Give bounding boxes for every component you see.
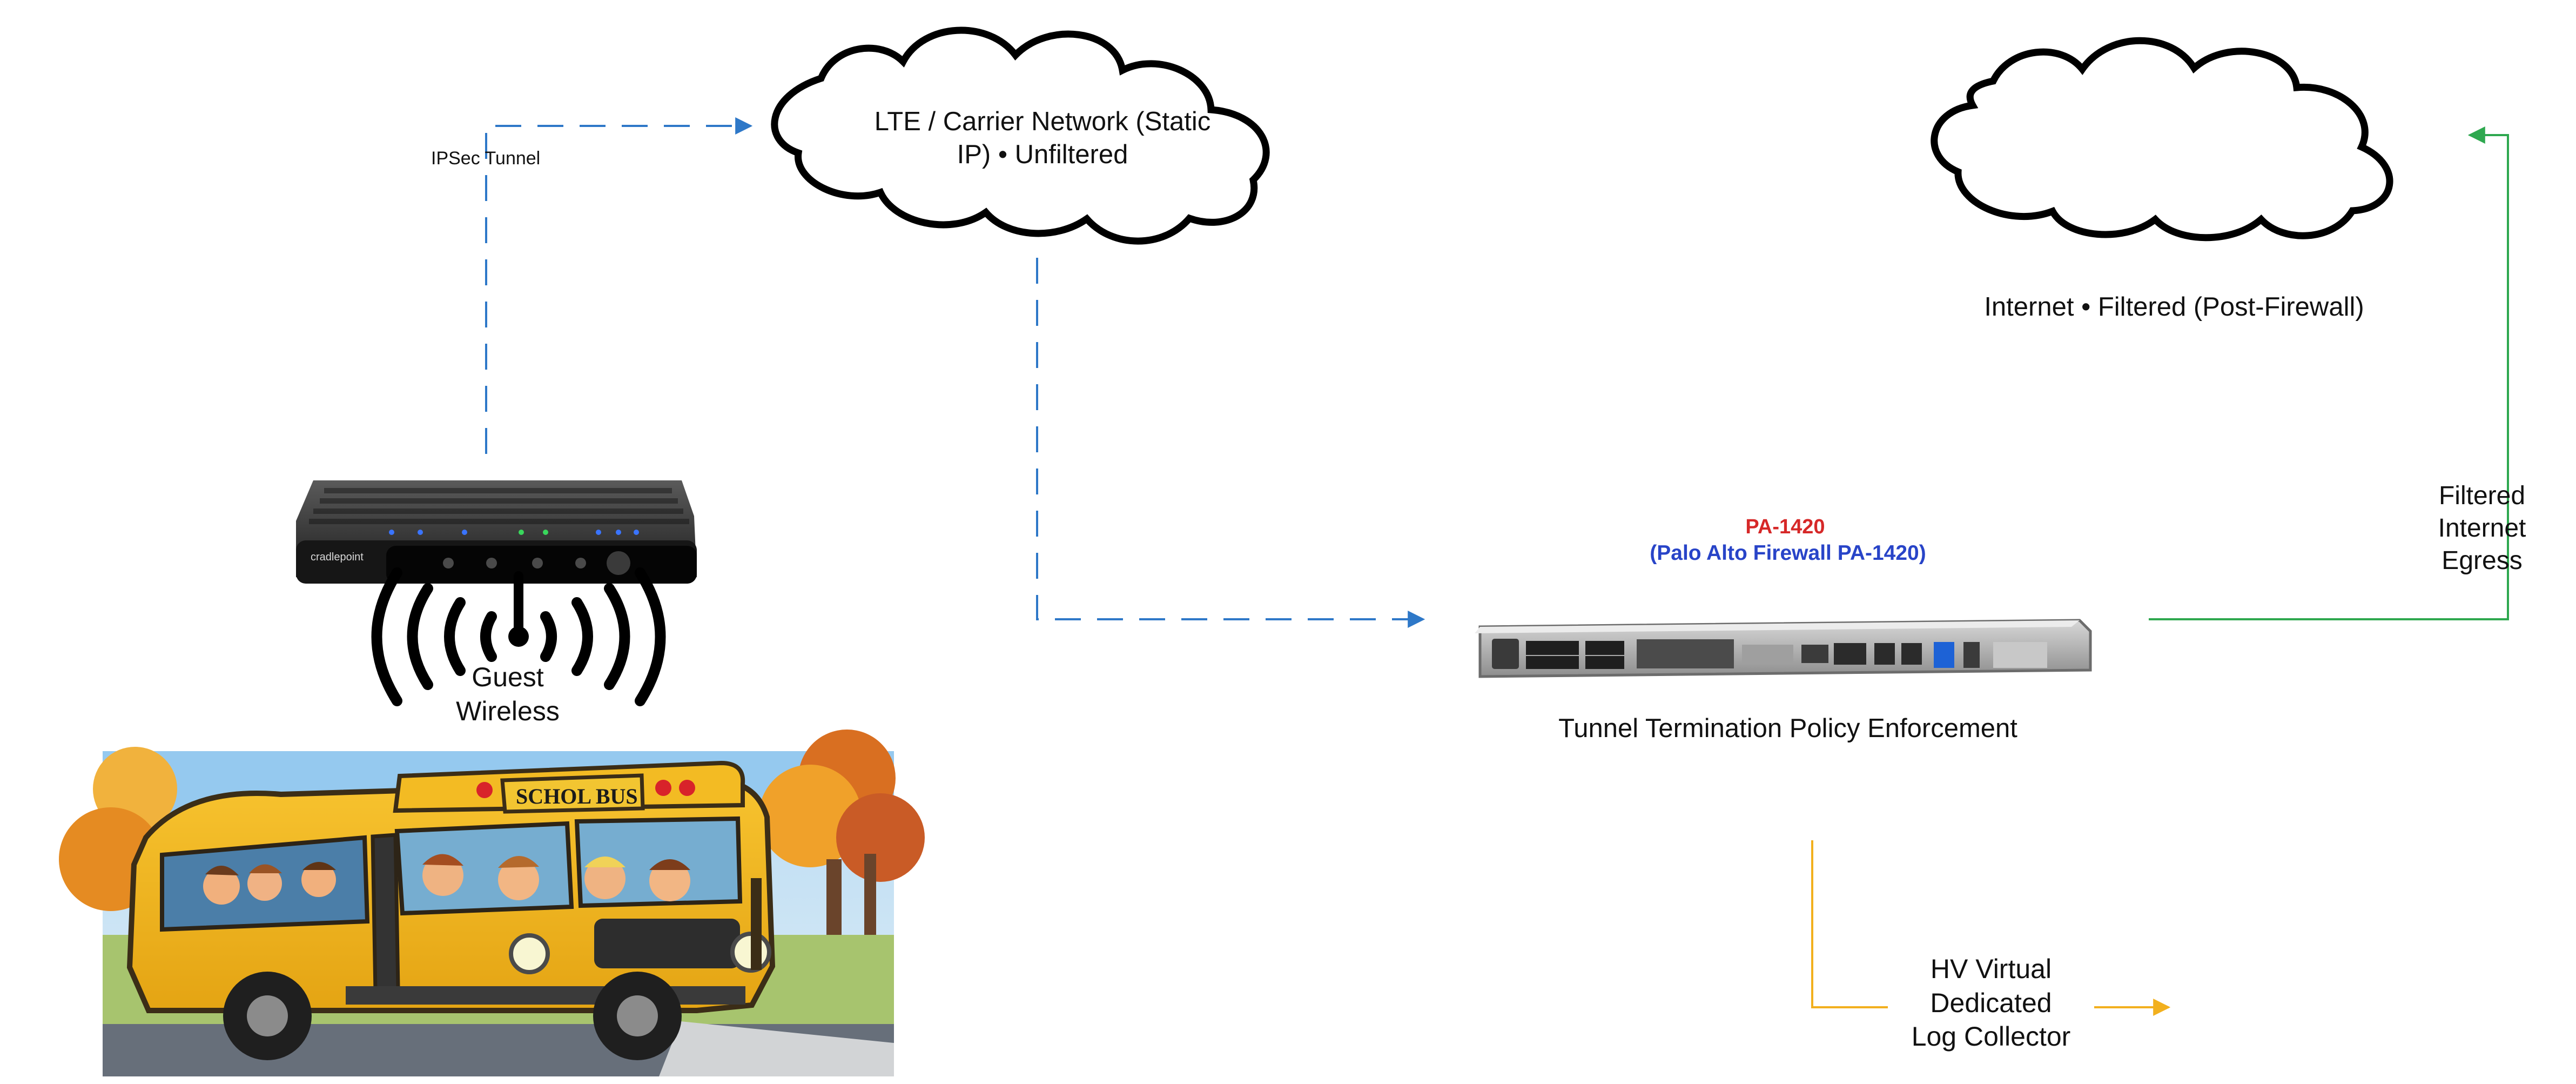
carrier-cloud-icon xyxy=(771,26,1270,245)
children-faces-image xyxy=(203,854,690,905)
router-brand-label: cradlepoint xyxy=(311,551,364,563)
firewall-model-label: PA-1420 xyxy=(1745,516,1825,538)
firewall-full-name-label: (Palo Alto Firewall PA-1420) xyxy=(1650,541,1926,565)
firewall-role-label: Tunnel Termination Policy Enforcement xyxy=(1558,714,2017,743)
ipsec-tunnel-line xyxy=(485,117,753,454)
guest-wireless-label: Guest Wireless xyxy=(456,662,560,726)
log-collector-label: HV Virtual Dedicated Log Collector xyxy=(1911,954,2071,1052)
ipsec-tunnel-label: IPSec Tunnel xyxy=(431,148,541,169)
filtered-egress-line xyxy=(2149,126,2509,620)
filtered-egress-label: Filtered Internet Egress xyxy=(2438,481,2526,575)
firewall-device-icon xyxy=(1475,619,2092,678)
internet-cloud-label: Internet • Filtered (Post-Firewall) xyxy=(1984,292,2364,322)
school-bus-image xyxy=(59,730,925,1076)
log-collector-line xyxy=(1811,840,1888,1008)
wireless-signal-icon xyxy=(371,567,666,706)
internet-cloud-icon xyxy=(1931,37,2393,242)
carrier-to-firewall-line xyxy=(1036,258,1425,628)
carrier-cloud-label: LTE / Carrier Network (Static IP) • Unfi… xyxy=(874,107,1211,170)
cradlepoint-router-icon xyxy=(296,480,697,584)
bus-sign-label: SCHOL BUS xyxy=(516,784,638,808)
